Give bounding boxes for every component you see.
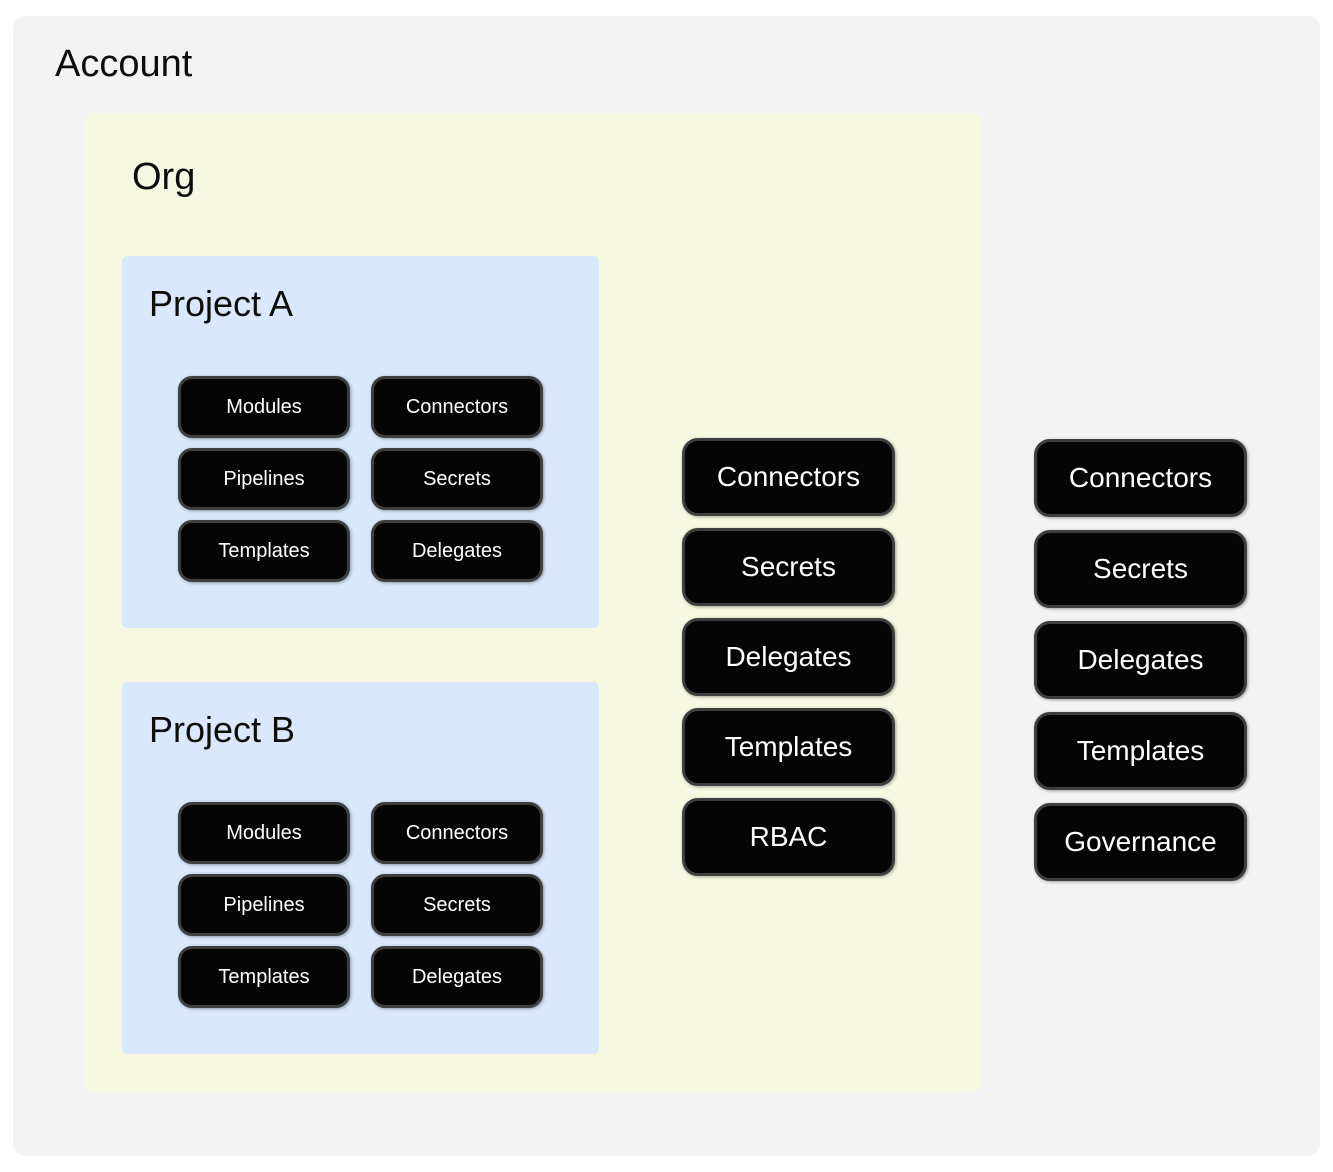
project-a-pill-delegates: Delegates <box>371 520 543 582</box>
org-resource-column: Connectors Secrets Delegates Templates R… <box>682 438 895 876</box>
project-b-pill-templates: Templates <box>178 946 350 1008</box>
account-pill-secrets: Secrets <box>1034 530 1247 608</box>
org-pill-delegates: Delegates <box>682 618 895 696</box>
project-a-title: Project A <box>149 283 294 324</box>
project-a-pill-templates: Templates <box>178 520 350 582</box>
project-a-container: Project A Modules Connectors Pipelines S… <box>122 256 599 628</box>
org-pill-rbac: RBAC <box>682 798 895 876</box>
project-b-pill-secrets: Secrets <box>371 874 543 936</box>
org-title: Org <box>132 156 196 198</box>
org-pill-templates: Templates <box>682 708 895 786</box>
account-pill-governance: Governance <box>1034 803 1247 881</box>
account-title: Account <box>55 43 193 85</box>
org-container: Org Project A Modules Connectors Pipelin… <box>85 113 982 1092</box>
project-b-title: Project B <box>149 709 296 750</box>
project-b-container: Project B Modules Connectors Pipelines S… <box>122 682 599 1054</box>
account-pill-connectors: Connectors <box>1034 439 1247 517</box>
project-b-pill-modules: Modules <box>178 802 350 864</box>
project-a-pill-modules: Modules <box>178 376 350 438</box>
project-b-resource-grid: Modules Connectors Pipelines Secrets Tem… <box>178 802 543 1008</box>
account-resource-column: Connectors Secrets Delegates Templates G… <box>1034 439 1247 881</box>
project-b-pill-delegates: Delegates <box>371 946 543 1008</box>
project-a-pill-pipelines: Pipelines <box>178 448 350 510</box>
account-container: Account Org Project A Modules Connectors… <box>13 16 1320 1156</box>
project-a-pill-secrets: Secrets <box>371 448 543 510</box>
account-pill-templates: Templates <box>1034 712 1247 790</box>
project-b-pill-pipelines: Pipelines <box>178 874 350 936</box>
account-pill-delegates: Delegates <box>1034 621 1247 699</box>
org-pill-connectors: Connectors <box>682 438 895 516</box>
org-pill-secrets: Secrets <box>682 528 895 606</box>
project-a-pill-connectors: Connectors <box>371 376 543 438</box>
project-a-resource-grid: Modules Connectors Pipelines Secrets Tem… <box>178 376 543 582</box>
project-b-pill-connectors: Connectors <box>371 802 543 864</box>
